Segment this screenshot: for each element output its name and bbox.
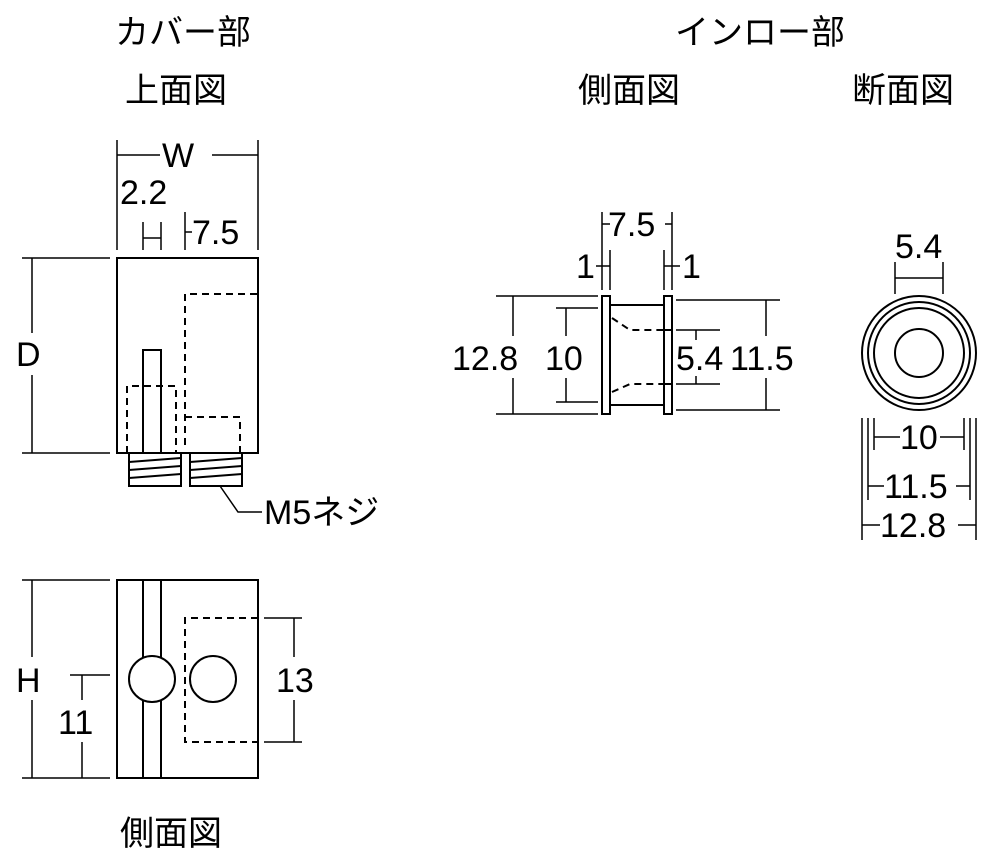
thread-right — [189, 452, 243, 487]
dim-section-bore: 5.4 — [895, 228, 942, 266]
thread-label: M5ネジ — [264, 494, 379, 532]
inlow-side-view: 7.5 1 1 12.8 10 5.4 11.5 — [452, 206, 794, 415]
inlow-title: インロー部 — [675, 13, 845, 53]
dim-w: W — [162, 137, 194, 175]
ring-12-8 — [861, 295, 977, 411]
cover-side-hole-left — [128, 655, 176, 703]
dim-bore: 5.4 — [676, 340, 723, 378]
dim-flange-right: 1 — [682, 248, 701, 286]
cover-pin — [142, 349, 162, 454]
bore-upper-hidden — [611, 317, 664, 331]
thread-leader — [219, 485, 262, 513]
cover-top-view-label: 上面図 — [125, 71, 227, 111]
flange-right — [663, 295, 673, 415]
dim-section-10: 10 — [900, 419, 938, 457]
inlow-section-view-label: 断面図 — [852, 71, 954, 111]
cover-top-view: M5ネジ W 2.2 7.5 D — [16, 137, 379, 532]
dim-inlow-length: 7.5 — [608, 206, 655, 244]
dim-d: D — [16, 336, 41, 374]
dim-section-11-5: 11.5 — [884, 468, 948, 506]
inlow-side-view-label: 側面図 — [578, 71, 680, 111]
cover-side-hole-right — [189, 655, 237, 703]
dim-h13: 13 — [276, 662, 314, 700]
dim-outer-dia: 12.8 — [452, 340, 518, 378]
cover-side-pocket-hidden — [184, 617, 258, 743]
dim-dia-10: 10 — [545, 340, 583, 378]
ring-10 — [873, 307, 965, 399]
dim-slot: 2.2 — [120, 174, 167, 212]
bore-lower-hidden — [611, 383, 664, 393]
flange-left — [601, 295, 611, 415]
dim-h: H — [16, 662, 41, 700]
cover-side-view: H 11 13 — [16, 579, 314, 779]
thread-left — [128, 452, 182, 487]
dim-flange-left: 1 — [576, 248, 595, 286]
dim-offset: 7.5 — [192, 214, 239, 252]
cover-title: カバー部 — [115, 13, 251, 53]
cover-body-outline — [116, 257, 259, 454]
inlow-section-view: 5.4 10 11.5 12.8 — [861, 228, 977, 545]
dim-h11: 11 — [58, 704, 93, 742]
ring-11-5 — [867, 301, 971, 405]
cover-side-view-label: 側面図 — [120, 814, 222, 854]
bore-5-4 — [894, 328, 944, 378]
dim-section-12-8: 12.8 — [880, 507, 946, 545]
cover-pocket-hidden — [184, 293, 258, 445]
cover-side-outline — [116, 579, 259, 779]
cover-hole-hidden — [126, 385, 177, 453]
cover-pocket-lower-hidden — [185, 416, 241, 453]
dim-dia-11-5: 11.5 — [730, 340, 794, 378]
